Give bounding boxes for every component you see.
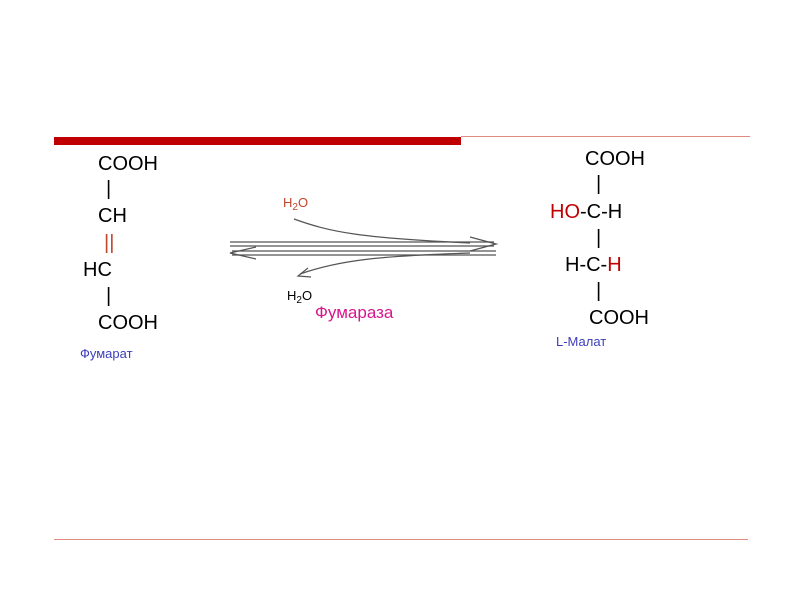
water-out-curve (299, 252, 471, 275)
accent-rule-top (461, 136, 750, 137)
fumarate-top-cooh: COOH (98, 153, 158, 175)
malate-hydroxyl: HO (550, 201, 580, 223)
fumarate-ch: CH (98, 205, 127, 227)
fumarate-bond-2: | (106, 285, 112, 307)
water-out-arrowhead (296, 267, 312, 278)
malate-bottom-cooh: COOH (589, 307, 649, 329)
malate-top-cooh: COOH (585, 148, 645, 170)
accent-rule-bottom (54, 539, 748, 540)
malate-added-hydrogen: H (607, 254, 622, 276)
water-out-label: H2O (287, 288, 313, 306)
malate-bond-1: | (596, 173, 602, 195)
fumarate-bottom-cooh: COOH (98, 312, 158, 334)
water-in-label: H2O (283, 195, 309, 213)
forward-arrowhead (469, 236, 499, 252)
malate-bond-2: | (596, 227, 602, 249)
fumarate-bond-1: | (106, 178, 112, 200)
fumarate-caption: Фумарат (80, 346, 133, 361)
malate-row-hoch: HO-C-H (550, 201, 623, 223)
fumarate-hc: HC (83, 259, 112, 281)
water-in-curve (293, 218, 471, 244)
fumarate-double-bond: || (104, 232, 115, 254)
reverse-arrowhead (229, 246, 257, 260)
malate-row-hch: H-C-H (565, 254, 622, 276)
accent-bar-thick (54, 137, 461, 145)
malate-caption: L-Малат (556, 334, 607, 349)
enzyme-label: Фумараза (315, 303, 394, 322)
malate-bond-3: | (596, 280, 602, 302)
